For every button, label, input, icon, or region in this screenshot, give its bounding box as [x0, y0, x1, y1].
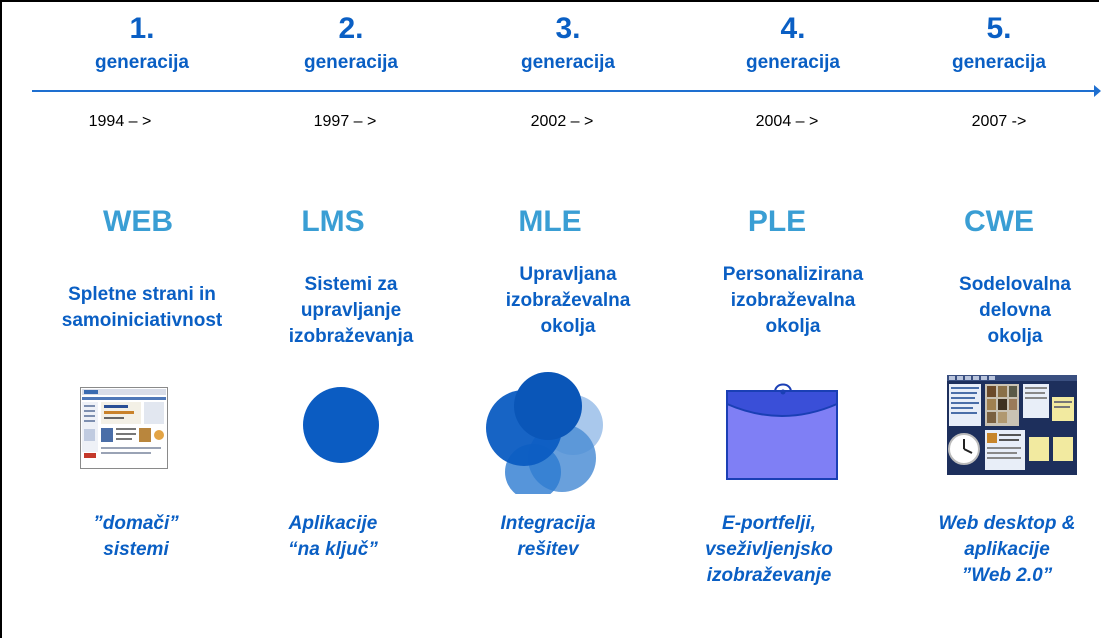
single-circle-icon: [301, 386, 381, 471]
web-desktop-screenshot-icon: [947, 375, 1077, 480]
generation-description: Upravljana izobraževalna okolja: [505, 264, 631, 337]
generation-year: 1997 – >: [313, 113, 377, 130]
generation-column-1: 1. generacija 1994 – > WEB Spletne stran…: [32, 0, 252, 640]
overlapping-circles-icon: [486, 370, 610, 500]
generation-year: 2004 – >: [755, 113, 819, 130]
generation-label: generacija: [304, 52, 398, 73]
generation-number: 4.: [780, 12, 806, 45]
generation-number: 5.: [986, 12, 1012, 45]
generation-year: 2007 ->: [971, 113, 1027, 130]
generation-acronym: LMS: [301, 205, 365, 238]
generation-description: Personalizirana izobraževalna okolja: [722, 264, 864, 337]
generation-column-2: 2. generacija 1997 – > LMS Sistemi za up…: [241, 0, 461, 640]
generation-footer: ”domači” sistemi: [93, 513, 179, 560]
generation-label: generacija: [746, 52, 840, 73]
generation-description: Sistemi za upravljanje izobraževanja: [288, 274, 414, 347]
generation-acronym: MLE: [518, 205, 582, 238]
generation-number: 2.: [338, 12, 364, 45]
generation-year: 1994 – >: [88, 113, 152, 130]
generation-acronym: PLE: [747, 205, 807, 238]
generation-footer: Web desktop & aplikacije ”Web 2.0”: [938, 513, 1076, 586]
generation-label: generacija: [95, 52, 189, 73]
generation-number: 3.: [555, 12, 581, 45]
generation-footer: E-portfelji, vseživljenjsko izobraževanj…: [705, 513, 833, 586]
website-screenshot-icon: [80, 387, 168, 474]
generation-acronym: CWE: [964, 205, 1034, 238]
generation-footer: Integracija rešitev: [500, 513, 596, 560]
timeline-axis: [32, 90, 1097, 92]
generation-column-5: 5. generacija 2007 -> CWE Sodelovalna de…: [905, 0, 1101, 640]
generation-label: generacija: [952, 52, 1046, 73]
generation-description: Spletne strani in samoiniciativnost: [61, 284, 223, 331]
generation-column-3: 3. generacija 2002 – > MLE Upravljana iz…: [458, 0, 678, 640]
timeline-arrowhead-icon: [1094, 85, 1101, 97]
generation-label: generacija: [521, 52, 615, 73]
generation-description: Sodelovalna delovna okolja: [959, 274, 1071, 347]
generation-year: 2002 – >: [530, 113, 594, 130]
generation-acronym: WEB: [103, 205, 173, 238]
generation-number: 1.: [129, 12, 155, 45]
generation-footer: Aplikacije “na ključ”: [288, 513, 378, 560]
generation-column-4: 4. generacija 2004 – > PLE Personalizira…: [683, 0, 903, 640]
portfolio-folder-icon: [725, 380, 841, 489]
